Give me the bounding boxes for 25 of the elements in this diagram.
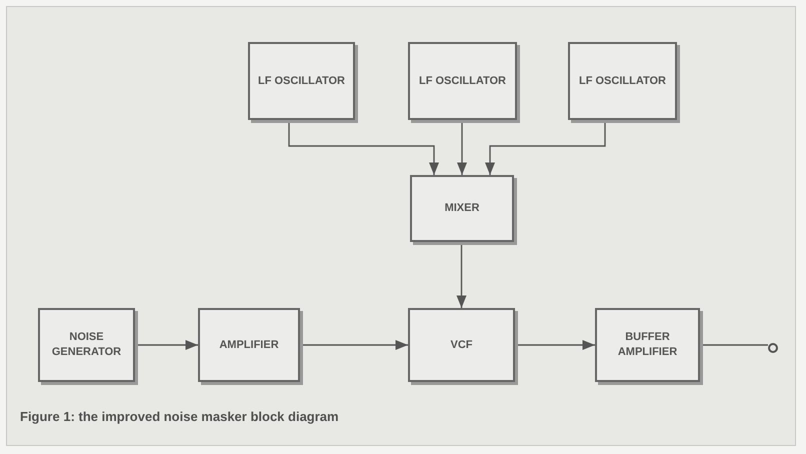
block-label: LF OSCILLATOR: [579, 74, 666, 88]
block-label: AMPLIFIER: [219, 338, 279, 352]
block-box: [408, 42, 517, 120]
arrow: [484, 120, 606, 175]
block-box: [410, 175, 514, 242]
block-label: NOISE GENERATOR: [50, 330, 122, 360]
figure-caption: Figure 1: the improved noise masker block diagram: [20, 408, 339, 426]
block-box: [408, 308, 515, 382]
block-label: VCF: [450, 338, 472, 352]
block-box: [248, 42, 355, 120]
arrow: [456, 242, 467, 308]
block-label: BUFFER AMPLIFIER: [616, 330, 678, 360]
connector-line: [700, 344, 768, 346]
arrow: [300, 340, 408, 350]
arrow: [515, 340, 595, 350]
block-box: [38, 308, 135, 382]
arrow: [288, 120, 440, 175]
block-box: [198, 308, 300, 382]
block-box: [595, 308, 700, 382]
block-box: [568, 42, 677, 120]
arrow: [135, 340, 198, 350]
block-label: MIXER: [444, 201, 480, 216]
arrow: [456, 120, 468, 175]
block-label: LF OSCILLATOR: [258, 74, 345, 88]
block-label: LF OSCILLATOR: [419, 74, 506, 88]
